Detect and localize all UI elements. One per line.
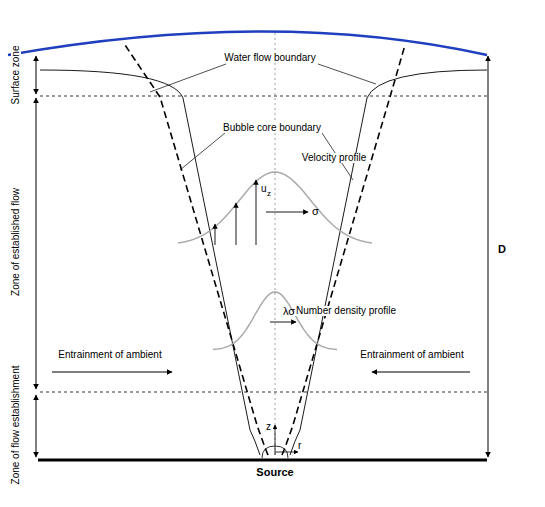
boundary-label: Bubble core boundary bbox=[221, 123, 323, 133]
axis-label: z bbox=[266, 422, 271, 432]
axis-label: r bbox=[298, 441, 301, 451]
zone-label: Zone of established flow bbox=[11, 186, 21, 298]
velocity-subscript: z bbox=[267, 190, 271, 198]
depth-label: D bbox=[498, 244, 506, 255]
profile-label: Velocity profile bbox=[300, 153, 368, 163]
entrainment-label: Entrainment of ambient bbox=[56, 350, 163, 360]
lambda-sigma-symbol: λσ bbox=[283, 306, 295, 317]
entrainment-label: Entrainment of ambient bbox=[358, 350, 465, 360]
zone-label: Zone of flow establishment bbox=[11, 364, 21, 487]
profile-label: Number density profile bbox=[294, 306, 398, 316]
velocity-symbol: u bbox=[261, 184, 267, 194]
source-label: Source bbox=[254, 467, 295, 478]
zone-label: Surface zone bbox=[11, 44, 21, 107]
boundary-label: Water flow boundary bbox=[222, 53, 317, 63]
sigma-symbol: σ bbox=[312, 206, 319, 217]
